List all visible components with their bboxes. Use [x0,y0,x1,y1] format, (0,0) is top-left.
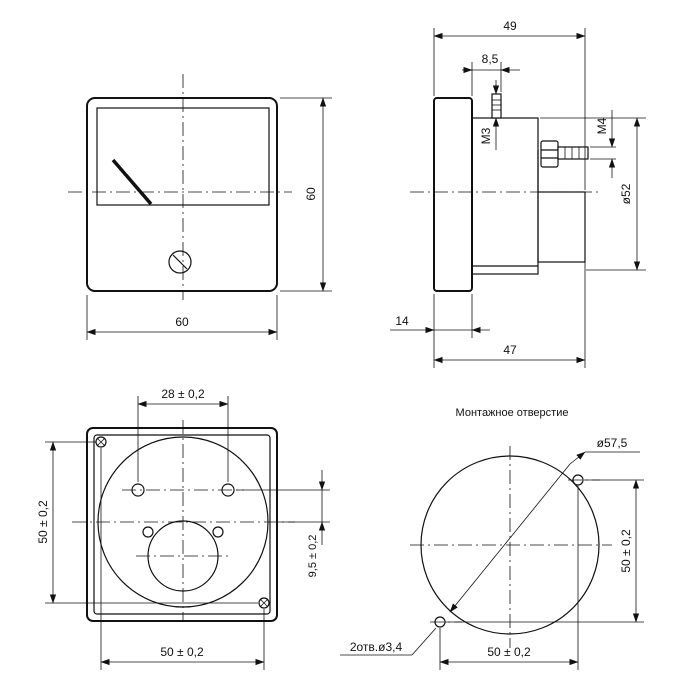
front-width-label: 60 [175,315,189,329]
rear-mount-hole-top-left [95,436,107,448]
m4-label: M4 [595,117,609,134]
rear-hole-left [142,526,154,538]
cutout-diameter-label: ø57,5 [597,436,628,450]
rear-center-boss [147,520,219,592]
rear-hole-spacing-vertical-label: 50 ± 0,2 [36,500,50,544]
flange-depth-label: 14 [395,314,409,328]
overall-length-label: 49 [503,19,517,33]
m3-label: M3 [479,127,493,144]
side-rear-housing [537,191,586,263]
front-housing [86,97,278,292]
holes-label: 2отв.ø3,4 [350,640,403,654]
mounting-cutout: Монтажное отверстие ø57,5 50 ± 0,2 50 ± … [340,407,644,670]
m4-terminal-stud [540,140,589,168]
side-flange [433,97,473,292]
rear-housing-outer [86,427,278,622]
rear-mount-hole-bottom-right [258,597,270,609]
pointer-needle [111,158,153,206]
mounting-title: Монтажное отверстие [456,407,569,419]
rear-view: 28 ± 0,2 9,5 ± 0,2 50 ± 0,2 50 ± 0,2 [36,387,330,670]
m3-terminal-screw [491,93,502,119]
mounting-spacing-horizontal-label: 50 ± 0,2 [487,645,531,659]
front-height-label: 60 [304,187,318,201]
rear-terminal-spacing-label: 28 ± 0,2 [161,387,205,401]
terminal-spacing-label: 8,5 [482,52,499,66]
cutout-diameter-leader [449,463,571,613]
zero-adjuster [168,250,192,274]
body-diameter-label: ø52 [619,183,633,204]
rear-housing-inner [93,434,271,615]
front-view: 60 60 [68,74,332,340]
rear-offset-label: 9,5 ± 0,2 [307,535,319,578]
rear-hole-right [212,526,224,538]
rear-hole-spacing-horizontal-label: 50 ± 0,2 [160,645,204,659]
body-length-label: 47 [503,343,517,357]
holes-leader [411,627,437,656]
mounting-spacing-vertical-label: 50 ± 0,2 [619,529,633,573]
side-view: 49 8,5 M3 M4 ø52 14 47 [390,19,646,368]
